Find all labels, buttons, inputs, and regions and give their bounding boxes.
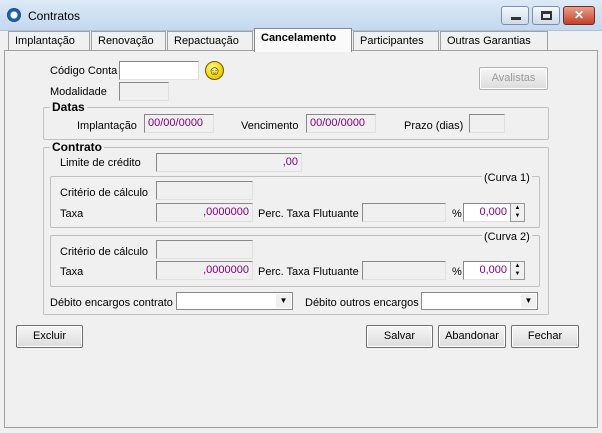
debito-encargos-label: Débito encargos contrato bbox=[50, 297, 173, 309]
app-icon bbox=[7, 8, 21, 22]
spin-down-icon[interactable]: ▼ bbox=[514, 271, 521, 277]
curva2-spin-buttons[interactable]: ▲▼ bbox=[510, 261, 525, 280]
curva2-taxa-field[interactable]: ,0000000 bbox=[156, 261, 253, 280]
contrato-title: Contrato bbox=[50, 140, 104, 154]
curva2-criterio-label: Critério de cálculo bbox=[60, 246, 149, 258]
title-bar: Contratos ✕ bbox=[0, 0, 602, 31]
window-title: Contratos bbox=[28, 9, 81, 23]
curva2-percent-sign: % bbox=[452, 266, 462, 278]
curva1-criterio-field[interactable] bbox=[156, 181, 253, 200]
limite-credito-field[interactable]: ,00 bbox=[156, 153, 302, 172]
curva1-percent-sign: % bbox=[452, 208, 462, 220]
codigo-conta-input[interactable] bbox=[119, 61, 199, 80]
curva2-title: (Curva 2) bbox=[482, 231, 532, 243]
spin-up-icon[interactable]: ▲ bbox=[514, 263, 521, 269]
debito-encargos-select[interactable]: ▼ bbox=[176, 292, 293, 310]
close-icon: ✕ bbox=[573, 8, 585, 22]
curva2-criterio-field[interactable] bbox=[156, 240, 253, 259]
tab-repactuacao[interactable]: Repactuação bbox=[167, 31, 253, 51]
curva1-criterio-label: Critério de cálculo bbox=[60, 187, 149, 199]
tab-cancelamento[interactable]: Cancelamento bbox=[254, 28, 352, 52]
debito-outros-label: Débito outros encargos bbox=[305, 297, 419, 309]
curva1-group bbox=[50, 176, 540, 228]
avalistas-button[interactable]: Avalistas bbox=[479, 67, 548, 90]
tab-outras-garantias[interactable]: Outras Garantias bbox=[440, 31, 548, 51]
implantacao-date-field[interactable]: 00/00/0000 bbox=[144, 114, 214, 133]
smiley-icon[interactable]: ☺ bbox=[205, 61, 224, 80]
chevron-down-icon[interactable]: ▼ bbox=[276, 294, 291, 308]
curva1-spin-input[interactable]: 0,000 bbox=[463, 203, 511, 222]
curva2-taxa-label: Taxa bbox=[60, 266, 84, 278]
minimize-icon bbox=[511, 17, 521, 20]
fechar-button[interactable]: Fechar bbox=[511, 325, 579, 348]
maximize-icon bbox=[541, 11, 552, 20]
tab-renovacao[interactable]: Renovação bbox=[91, 31, 166, 51]
curva2-perc-field[interactable] bbox=[362, 261, 446, 280]
debito-outros-select[interactable]: ▼ bbox=[421, 292, 538, 310]
prazo-field[interactable] bbox=[469, 114, 505, 133]
modalidade-label: Modalidade bbox=[50, 86, 107, 98]
modalidade-field[interactable] bbox=[119, 82, 169, 101]
curva2-group bbox=[50, 235, 540, 287]
excluir-button[interactable]: Excluir bbox=[16, 325, 83, 348]
spin-down-icon[interactable]: ▼ bbox=[514, 213, 521, 219]
curva2-spin-input[interactable]: 0,000 bbox=[463, 261, 511, 280]
datas-title: Datas bbox=[50, 100, 87, 114]
curva1-perc-field[interactable] bbox=[362, 203, 446, 222]
datas-group bbox=[43, 107, 549, 140]
minimize-button[interactable] bbox=[501, 6, 529, 25]
vencimento-date-field[interactable]: 00/00/0000 bbox=[306, 114, 376, 133]
curva2-perc-label: Perc. Taxa Flutuante bbox=[258, 266, 359, 278]
abandonar-button[interactable]: Abandonar bbox=[438, 325, 506, 348]
spin-up-icon[interactable]: ▲ bbox=[514, 205, 521, 211]
close-button[interactable]: ✕ bbox=[563, 6, 595, 25]
curva1-title: (Curva 1) bbox=[482, 172, 532, 184]
implantacao-label: Implantação bbox=[77, 120, 137, 132]
contrato-group bbox=[43, 147, 549, 315]
curva1-spin-buttons[interactable]: ▲▼ bbox=[510, 203, 525, 222]
maximize-button[interactable] bbox=[532, 6, 560, 25]
codigo-conta-label: Código Conta bbox=[50, 65, 118, 77]
chevron-down-icon[interactable]: ▼ bbox=[521, 294, 536, 308]
curva1-perc-label: Perc. Taxa Flutuante bbox=[258, 208, 359, 220]
salvar-button[interactable]: Salvar bbox=[366, 325, 433, 348]
tab-implantacao[interactable]: Implantação bbox=[8, 31, 90, 51]
limite-credito-label: Limite de crédito bbox=[60, 157, 141, 169]
tab-participantes[interactable]: Participantes bbox=[353, 31, 439, 51]
curva1-taxa-field[interactable]: ,0000000 bbox=[156, 203, 253, 222]
prazo-label: Prazo (dias) bbox=[404, 120, 464, 132]
vencimento-label: Vencimento bbox=[241, 120, 299, 132]
curva1-taxa-label: Taxa bbox=[60, 208, 84, 220]
